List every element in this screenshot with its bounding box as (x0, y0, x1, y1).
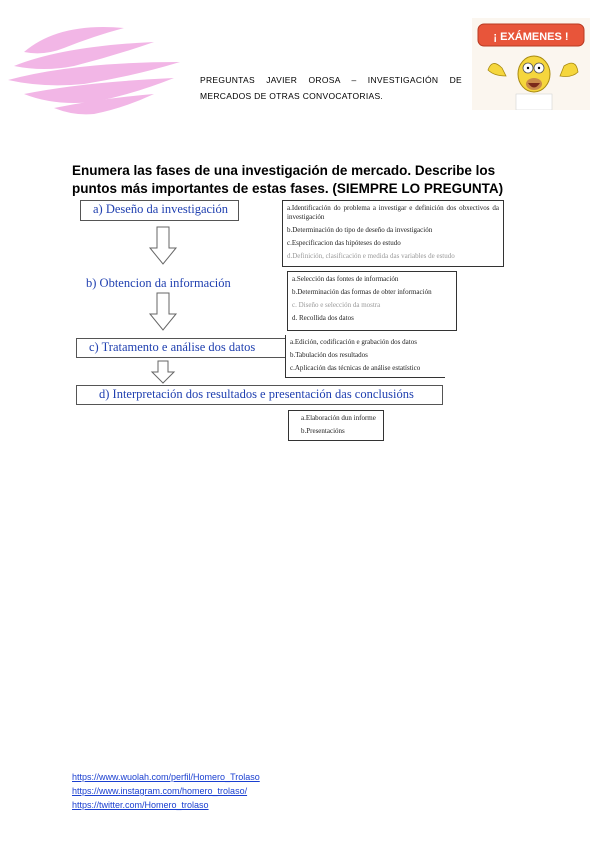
detail-box-a: a.Identificación do problema a investiga… (282, 200, 504, 267)
detail-item: c.Aplicación das técnicas de análise est… (290, 364, 421, 372)
instagram-link[interactable]: https://www.instagram.com/homero_trolaso… (72, 786, 248, 796)
exams-banner-text: ¡ EXÁMENES ! (493, 30, 568, 43)
detail-item: c.Especificacion das hipóteses do estudo (287, 239, 401, 247)
detail-item: a.Edición, codificación e grabación dos … (290, 338, 417, 346)
detail-item: b.Presentacións (301, 427, 345, 435)
phase-box-a: a) Deseño da investigación (80, 200, 239, 221)
phase-label-d: d) Interpretación dos resultados e prese… (99, 387, 414, 401)
phase-box-c: c) Tratamento e análise dos datos (76, 338, 286, 358)
university-logo (8, 27, 180, 115)
detail-box-b: a.Selección das fontes de información b.… (287, 271, 457, 331)
detail-item: b.Determinación do tipo de deseño da inv… (287, 226, 433, 234)
phase-label-c: c) Tratamento e análise dos datos (89, 340, 256, 354)
detail-box-d: a.Elaboración dun informe b.Presentación… (288, 410, 384, 441)
detail-item: d. Recollida dos datos (292, 314, 354, 322)
detail-item: d.Definición, clasificación e medida das… (287, 252, 455, 260)
phase-label-b: b) Obtencion da información (86, 276, 231, 290)
down-arrow-icon (148, 292, 178, 331)
twitter-link[interactable]: https://twitter.com/Homero_trolaso (72, 800, 209, 810)
detail-item: b.Determinación das formas de obter info… (292, 288, 432, 296)
detail-item: a.Identificación do problema a investiga… (287, 204, 499, 221)
wuolah-link[interactable]: https://www.wuolah.com/perfil/Homero_Tro… (72, 772, 260, 782)
detail-item: a.Selección das fontes de información (292, 275, 399, 283)
detail-item: a.Elaboración dun informe (301, 414, 376, 422)
detail-box-c: a.Edición, codificación e grabación dos … (285, 335, 445, 378)
header-line-2: MERCADOS DE OTRAS CONVOCATORIAS. (200, 91, 384, 101)
detail-item: c. Diseño e selección da mostra (292, 301, 381, 309)
phase-label-a: a) Deseño da investigación (93, 202, 229, 216)
header-title: PREGUNTAS JAVIER OROSA – INVESTIGACIÓN D… (200, 72, 462, 104)
down-arrow-icon (150, 360, 176, 384)
header-line-1: PREGUNTAS JAVIER OROSA – INVESTIGACIÓN D… (200, 75, 462, 85)
exams-cartoon-image: ¡ EXÁMENES ! (472, 18, 590, 110)
detail-item: b.Tabulación dos resultados (290, 351, 368, 359)
down-arrow-icon (148, 226, 178, 265)
question-heading: Enumera las fases de una investigación d… (72, 163, 504, 196)
phase-box-d: d) Interpretación dos resultados e prese… (76, 385, 443, 405)
